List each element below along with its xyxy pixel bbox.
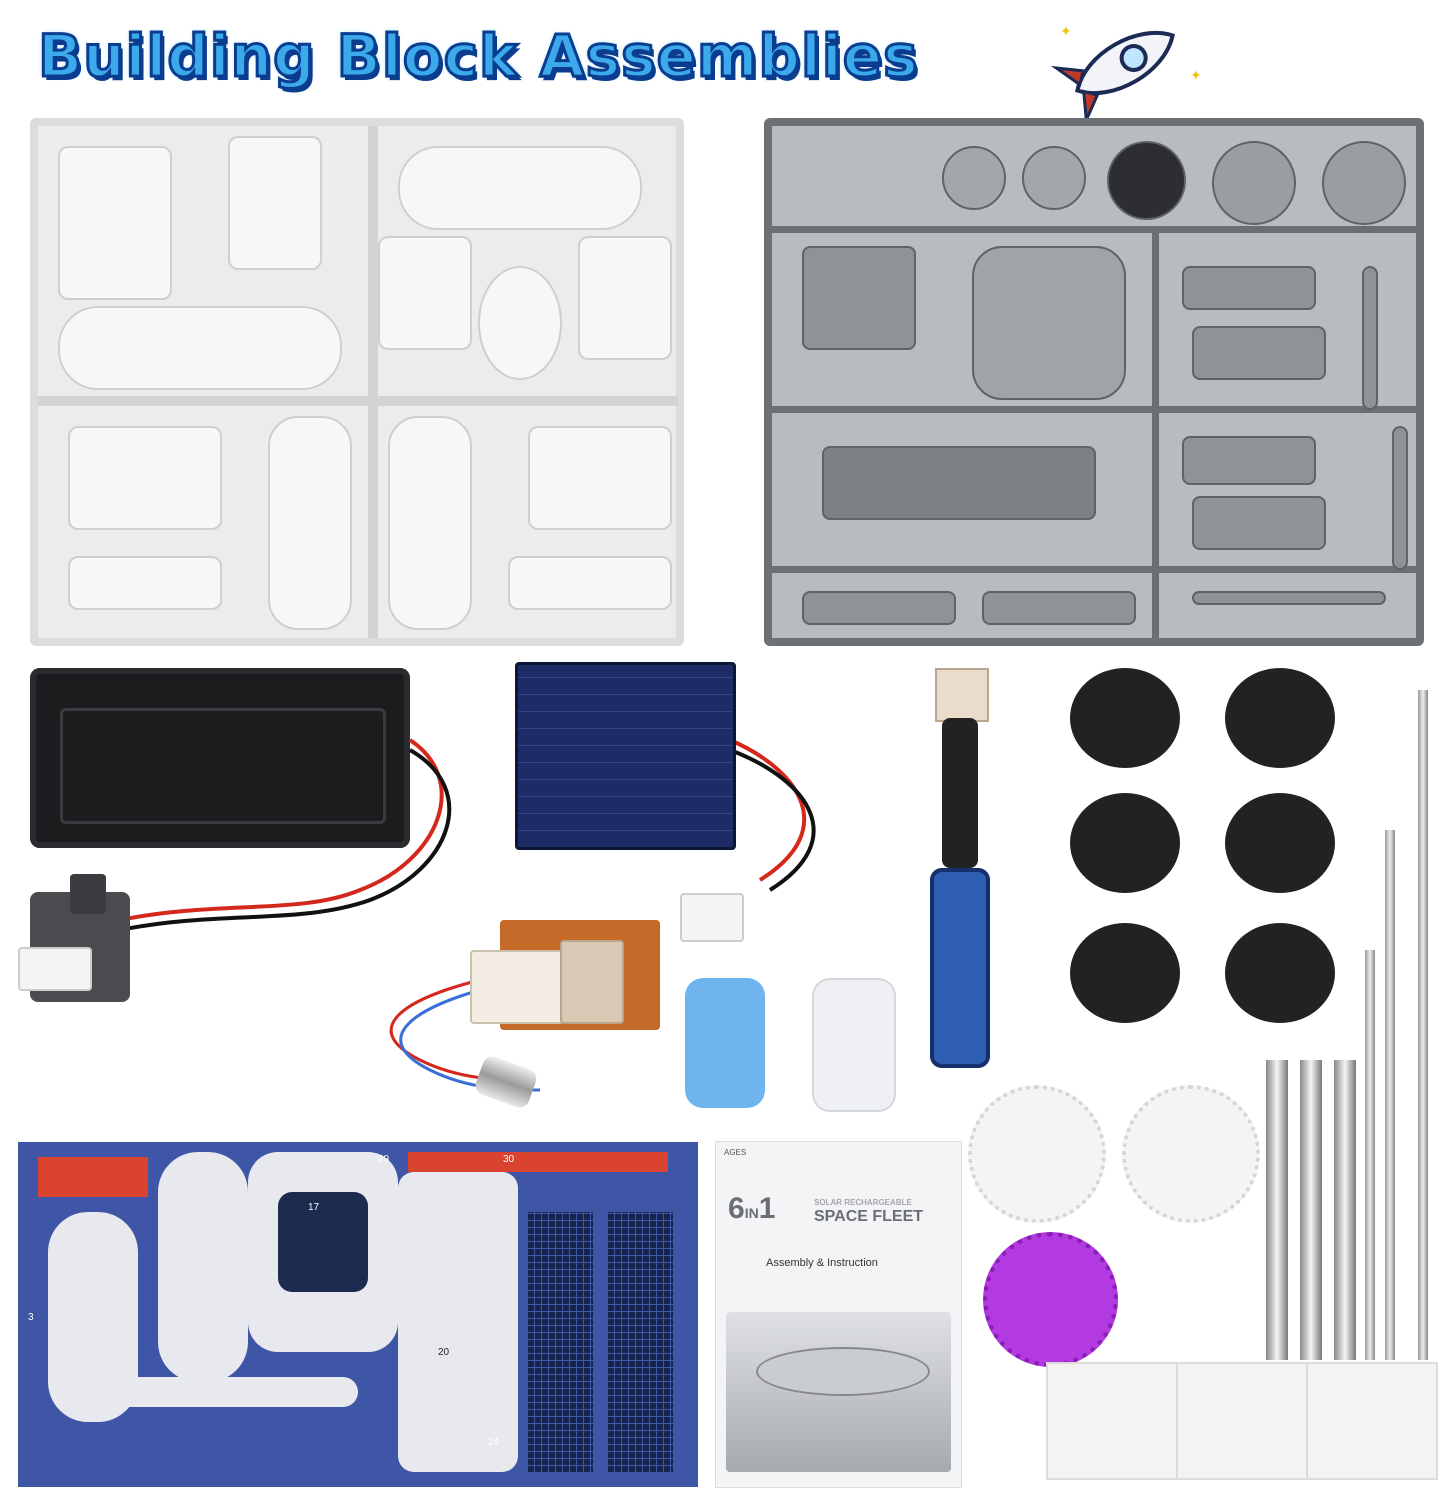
svg-text:✦: ✦ <box>1190 68 1202 84</box>
circuit-board <box>470 920 660 1030</box>
sticker-number-20: 20 <box>438 1347 450 1358</box>
sticker-sheet: 29 30 3 17 20 24 <box>18 1142 698 1487</box>
manual-one: 1 <box>758 1192 776 1225</box>
manual-in: IN <box>744 1205 759 1221</box>
white-gear-right <box>1122 1085 1260 1223</box>
blue-pinion-gear <box>685 978 765 1108</box>
instruction-manual: AGES 6IN1 SOLAR RECHARGEABLE SPACE FLEET… <box>716 1142 961 1487</box>
wire-connector <box>680 893 744 942</box>
purple-gear <box>983 1232 1118 1367</box>
white-gear-left <box>968 1085 1106 1223</box>
white-parts-sprue <box>30 118 684 646</box>
sticker-number-17: 17 <box>308 1202 320 1213</box>
battery-holder <box>30 668 410 848</box>
ages-label: AGES <box>724 1148 747 1157</box>
foam-wheels <box>1070 668 1335 1063</box>
sticker-number-29: 29 <box>378 1154 390 1165</box>
white-pinion-gear <box>812 978 896 1112</box>
page-title: Building Block Assemblies <box>37 21 920 92</box>
manual-title: 6IN1 <box>728 1192 775 1226</box>
gray-parts-sprue <box>764 118 1424 646</box>
manual-six: 6 <box>728 1192 745 1225</box>
sticker-number-30: 30 <box>503 1154 515 1165</box>
rocket-icon: ✦ ✦ <box>1050 24 1202 118</box>
manual-subtitle-2: SPACE FLEET <box>814 1208 924 1225</box>
svg-text:✦: ✦ <box>1060 24 1072 40</box>
solar-panel <box>515 662 736 850</box>
metal-rods <box>1260 690 1430 1460</box>
sticker-number-24: 24 <box>488 1437 500 1448</box>
sticker-number-3: 3 <box>28 1312 34 1323</box>
foam-blocks <box>1046 1362 1438 1480</box>
manual-subtitle-1: SOLAR RECHARGEABLE <box>814 1198 912 1207</box>
rechargeable-battery <box>930 668 990 1068</box>
manual-section: Assembly & Instruction <box>766 1257 878 1269</box>
power-switch <box>18 874 130 1002</box>
